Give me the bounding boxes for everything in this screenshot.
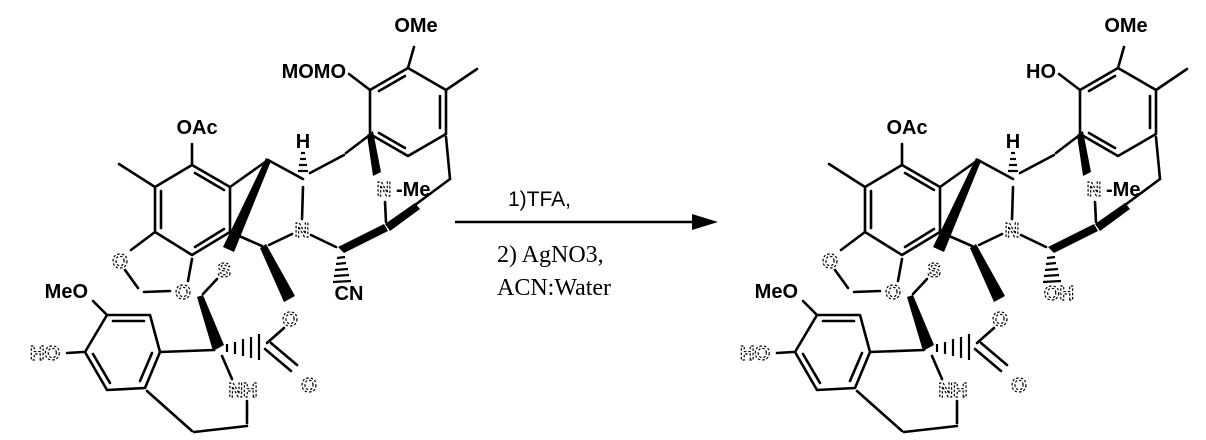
ring-nitrogen-label: N	[1005, 220, 1019, 242]
bridge-nitrogen-label: N	[1087, 179, 1101, 201]
carbonyl-oxygen-label: O	[1011, 375, 1027, 397]
product-structure	[775, 45, 1189, 434]
arrow-head	[692, 214, 718, 230]
methoxy-label: OMe	[1104, 15, 1147, 37]
condition-solvent: ACN:Water	[497, 275, 611, 301]
bottom-methoxy-label: MeO	[755, 281, 798, 303]
dioxole-oxygen-right-label: O	[175, 282, 191, 304]
amine-nh-label: NH	[939, 380, 968, 402]
acetate-label: OAc	[886, 117, 927, 139]
stereo-h-label: H	[1006, 131, 1020, 153]
carbonyl-oxygen-label: O	[301, 375, 317, 397]
bottom-phenol-label: HO	[30, 343, 60, 365]
sulfur-label: S	[217, 260, 230, 282]
amine-nh-label: NH	[229, 380, 258, 402]
bridge-nitrogen-label: N	[377, 179, 391, 201]
mom-phenol-label: MOMO	[282, 61, 346, 83]
condition-step1: 1)TFA,	[508, 188, 571, 211]
reactant-structure	[65, 45, 479, 434]
dioxole-oxygen-right-label: O	[885, 282, 901, 304]
ester-oxygen-label: O	[282, 309, 298, 331]
methoxy-label: OMe	[394, 15, 437, 37]
nitrile-label: CN	[335, 283, 364, 305]
reactant-labels: OMe MOMO OAc H N -Me N CN S O O O O MeO …	[29, 15, 437, 403]
sulfur-label: S	[927, 260, 940, 282]
n-methyl-label: -Me	[1106, 179, 1140, 201]
bottom-methoxy-label: MeO	[45, 281, 88, 303]
reaction-arrow: 1)TFA, 2) AgNO3, ACN:Water	[455, 188, 718, 301]
condition-step2: 2) AgNO3,	[497, 242, 604, 268]
acetate-label: OAc	[176, 117, 217, 139]
dioxole-oxygen-left-label: O	[112, 251, 128, 273]
bottom-phenol-label: HO	[740, 343, 770, 365]
ring-nitrogen-label: N	[295, 220, 309, 242]
stereo-h-label: H	[296, 131, 310, 153]
dioxole-oxygen-left-label: O	[822, 251, 838, 273]
hydroxyl-label: OH	[1044, 283, 1074, 305]
n-methyl-label: -Me	[396, 179, 430, 201]
phenol-ho-label: HO	[1026, 61, 1056, 83]
ester-oxygen-label: O	[992, 309, 1008, 331]
product-labels: OMe HO OAc H N -Me N OH S O O O O MeO HO…	[739, 15, 1147, 403]
